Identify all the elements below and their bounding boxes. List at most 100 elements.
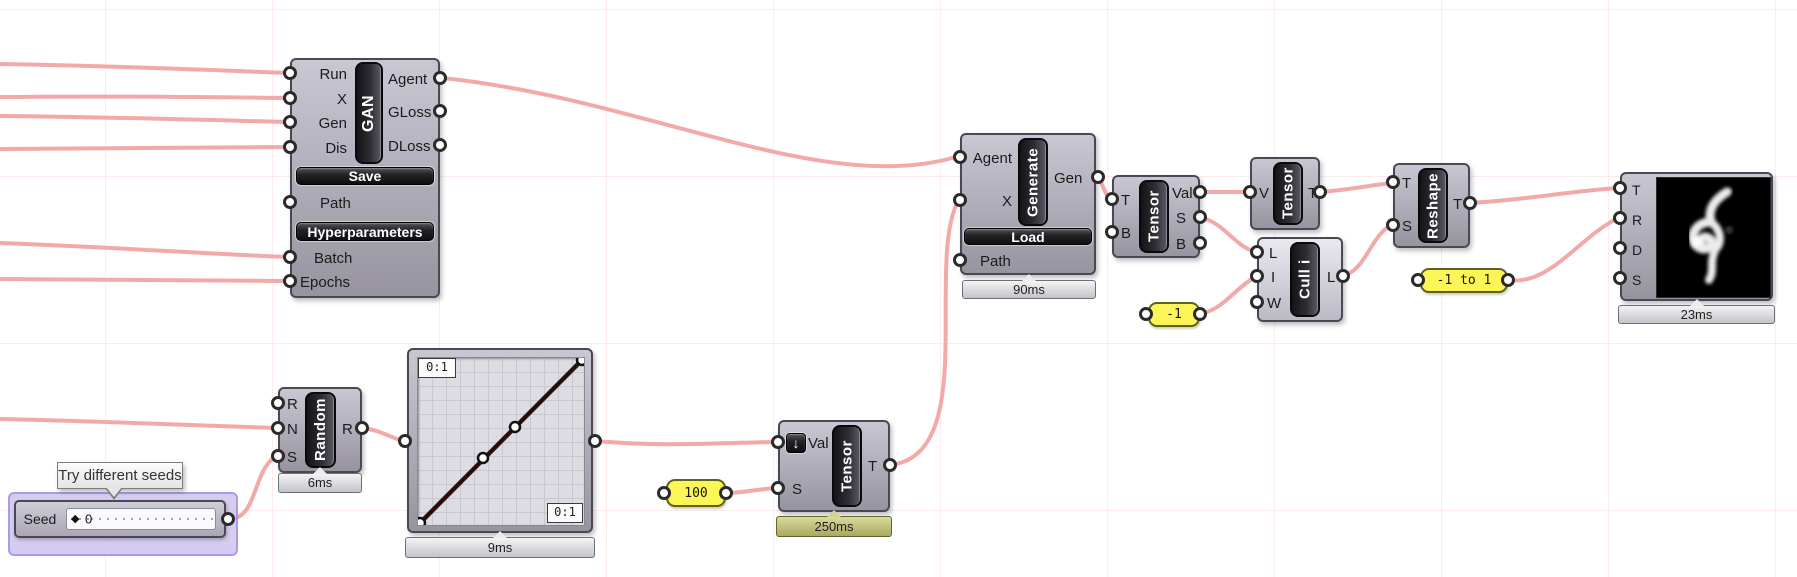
tensor-build-input-s-label: S (792, 481, 803, 498)
panel-range-out-port[interactable] (1501, 273, 1515, 287)
tensor-build-title-capsule[interactable]: Tensor (832, 425, 862, 507)
wire-dis (0, 145, 289, 151)
gan-output-agent-label: Agent (388, 71, 428, 88)
cull-input-l-port[interactable] (1250, 245, 1264, 259)
load-button[interactable]: Load (964, 228, 1092, 245)
tensor-decompose-output-b-port[interactable] (1193, 236, 1207, 250)
reshape-input-t-port[interactable] (1386, 175, 1400, 189)
cull-input-i-label: I (1271, 269, 1276, 286)
tensor-build-input-val-label: Val (808, 435, 829, 452)
tensor-decompose-input-t-port[interactable] (1105, 192, 1119, 206)
cull-output-l-port[interactable] (1336, 269, 1350, 283)
panel-negative-one-out-port[interactable] (1193, 307, 1207, 321)
generate-component[interactable]: Generate Agent X Gen Load Path (960, 133, 1096, 275)
gan-input-path-port[interactable] (283, 195, 297, 209)
random-component[interactable]: Random R N S R (278, 387, 362, 473)
gan-input-dis-port[interactable] (283, 140, 297, 154)
graph-output-port[interactable] (588, 434, 602, 448)
panel-negative-one-in-port[interactable] (1139, 307, 1153, 321)
gan-input-batch-port[interactable] (283, 250, 297, 264)
wire-agent (441, 76, 958, 169)
gan-title-capsule[interactable]: GAN (355, 62, 383, 164)
cull-output-l-label: L (1327, 269, 1336, 286)
graph-input-port[interactable] (398, 434, 412, 448)
gan-component[interactable]: GAN Run X Gen Dis Agent GLoss DLoss Save… (290, 58, 440, 298)
generate-title-capsule[interactable]: Generate (1018, 138, 1048, 226)
seed-slider-output-port[interactable] (221, 512, 235, 526)
viewer-input-s-port[interactable] (1613, 271, 1627, 285)
random-input-r-port[interactable] (271, 396, 285, 410)
cull-index-title-capsule[interactable]: Cull i (1290, 242, 1320, 317)
seed-slider-track[interactable]: ◆ 0 (66, 508, 216, 530)
random-timer: 6ms (278, 467, 362, 493)
reshape-component[interactable]: Reshape T S T (1393, 163, 1470, 248)
panel-hundred-out-port[interactable] (719, 486, 733, 500)
wire-batch (0, 241, 289, 259)
save-button[interactable]: Save (296, 167, 434, 185)
panel-hundred-in-port[interactable] (657, 486, 671, 500)
gan-input-epochs-port[interactable] (283, 274, 297, 288)
gan-output-gloss-port[interactable] (433, 104, 447, 118)
gan-input-run-port[interactable] (283, 66, 297, 80)
cull-input-l-label: L (1269, 245, 1278, 262)
reshape-input-t-label: T (1402, 175, 1412, 192)
tensor-decompose-output-val-port[interactable] (1193, 185, 1207, 199)
reshape-title-capsule[interactable]: Reshape (1418, 168, 1448, 243)
tensor-build-input-val-port[interactable] (771, 435, 785, 449)
tensor-compose-input-v-port[interactable] (1243, 185, 1257, 199)
tensor-build-output-t-port[interactable] (883, 458, 897, 472)
cull-input-i-port[interactable] (1250, 269, 1264, 283)
gan-output-agent-port[interactable] (433, 71, 447, 85)
flatten-icon[interactable]: ↓ (786, 433, 806, 453)
random-output-r-port[interactable] (355, 421, 369, 435)
tensor-build-component[interactable]: Tensor ↓ Val S T (778, 420, 890, 512)
gan-input-epochs-label: Epochs (300, 274, 351, 291)
image-viewer-component[interactable]: T R D S (1620, 172, 1773, 301)
random-title-capsule[interactable]: Random (305, 392, 336, 468)
digit-svg (1688, 187, 1733, 284)
generate-input-x-port[interactable] (953, 193, 967, 207)
seed-slider[interactable]: Seed ◆ 0 (14, 500, 226, 538)
gan-input-gen-port[interactable] (283, 115, 297, 129)
wire-100-s (728, 486, 778, 495)
graph-mapper-plot[interactable] (417, 357, 585, 526)
tensor-compose-output-t-port[interactable] (1313, 185, 1327, 199)
tensor-decompose-component[interactable]: Tensor T B Val S B (1112, 175, 1200, 258)
tensor-decompose-input-b-port[interactable] (1105, 225, 1119, 239)
viewer-input-t-port[interactable] (1613, 181, 1627, 195)
reshape-input-s-port[interactable] (1386, 218, 1400, 232)
tensor-decompose-input-b-label: B (1121, 225, 1132, 242)
generate-input-x-label: X (1001, 193, 1012, 210)
viewer-input-d-port[interactable] (1613, 241, 1627, 255)
viewer-input-r-port[interactable] (1613, 211, 1627, 225)
gan-input-path-label: Path (320, 195, 351, 212)
reshape-output-t-port[interactable] (1463, 196, 1477, 210)
tensor-compose-component[interactable]: Tensor V T (1250, 157, 1320, 230)
reshape-input-s-label: S (1402, 218, 1413, 235)
gan-input-run-label: Run (319, 66, 347, 83)
graph-mapper-component[interactable]: 0:1 0:1 (407, 348, 593, 533)
panel-range[interactable]: -1 to 1 (1420, 268, 1508, 293)
seed-slider-value: 0 (85, 511, 93, 527)
generate-input-agent-port[interactable] (953, 150, 967, 164)
cull-input-w-port[interactable] (1250, 295, 1264, 309)
seed-slider-grip[interactable]: ◆ (71, 513, 80, 526)
generate-output-gen-port[interactable] (1091, 170, 1105, 184)
tensor-decompose-output-val-label: Val (1172, 185, 1193, 202)
generate-input-path-port[interactable] (953, 253, 967, 267)
gan-output-dloss-port[interactable] (433, 138, 447, 152)
hyperparameters-button[interactable]: Hyperparameters (296, 222, 434, 241)
panel-hundred[interactable]: 100 (666, 479, 726, 507)
gan-input-x-port[interactable] (283, 91, 297, 105)
tensor-compose-title-capsule[interactable]: Tensor (1273, 162, 1303, 225)
cull-index-component[interactable]: Cull i L I W L (1257, 237, 1343, 322)
tensor-decompose-output-s-port[interactable] (1193, 210, 1207, 224)
tensor-decompose-title-capsule[interactable]: Tensor (1139, 180, 1169, 253)
wire-epochs (0, 277, 289, 283)
tensor-build-input-s-port[interactable] (771, 481, 785, 495)
generate-timer: 90ms (962, 274, 1096, 299)
random-input-s-port[interactable] (271, 449, 285, 463)
panel-range-in-port[interactable] (1411, 273, 1425, 287)
random-input-n-port[interactable] (271, 421, 285, 435)
